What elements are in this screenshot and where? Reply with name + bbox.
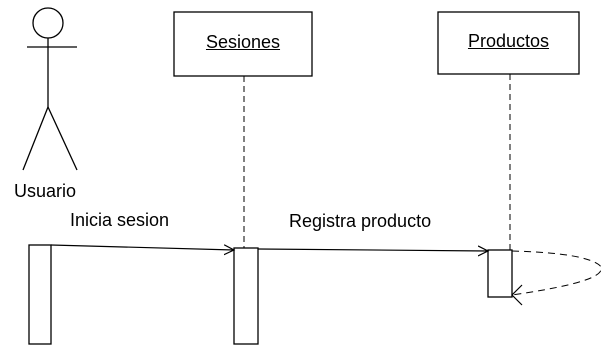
actor-stick-figure bbox=[22, 7, 78, 171]
object-label-productos: Productos bbox=[467, 31, 550, 51]
object-label-sesiones: Sesiones bbox=[205, 32, 281, 52]
object-box-sesiones bbox=[173, 11, 313, 77]
message-label-inicia-sesion: Inicia sesion bbox=[70, 210, 170, 230]
actor-head bbox=[32, 7, 64, 39]
actor-left-leg bbox=[22, 106, 49, 171]
activation-bar-sesiones bbox=[233, 247, 259, 345]
activation-bar-usuario bbox=[28, 244, 52, 345]
dashed-return-arrowhead bbox=[511, 284, 523, 306]
actor-right-leg bbox=[47, 106, 78, 171]
activation-bar-productos bbox=[487, 249, 513, 298]
object-box-productos bbox=[437, 11, 580, 75]
message-arrow-registra-producto bbox=[257, 249, 488, 251]
dashed-return-arrow bbox=[511, 250, 601, 296]
actor-label: Usuario bbox=[14, 181, 77, 201]
message-arrow-inicia-sesion bbox=[50, 245, 234, 250]
message-label-registra-producto: Registra producto bbox=[289, 211, 432, 231]
